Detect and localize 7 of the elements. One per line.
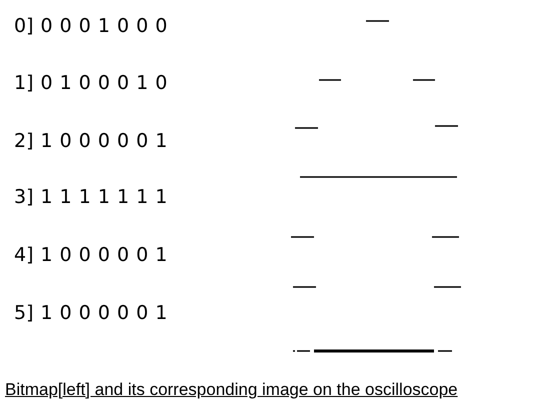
bitmap-row-text: 4] 1 0 0 0 0 0 1: [14, 243, 168, 267]
bitmap-row-text: 5] 1 0 0 0 0 0 1: [14, 301, 168, 325]
bitmap-row-text: 1] 0 1 0 0 0 1 0: [14, 71, 168, 95]
bitmap-row-text: 3] 1 1 1 1 1 1 1: [14, 185, 168, 209]
caption: Bitmap[left] and its corresponding image on the oscilloscope: [5, 380, 458, 400]
bitmap-row-text: 0] 0 0 0 1 0 0 0: [14, 14, 168, 38]
bitmap-row-text: 2] 1 0 0 0 0 0 1: [14, 129, 168, 153]
